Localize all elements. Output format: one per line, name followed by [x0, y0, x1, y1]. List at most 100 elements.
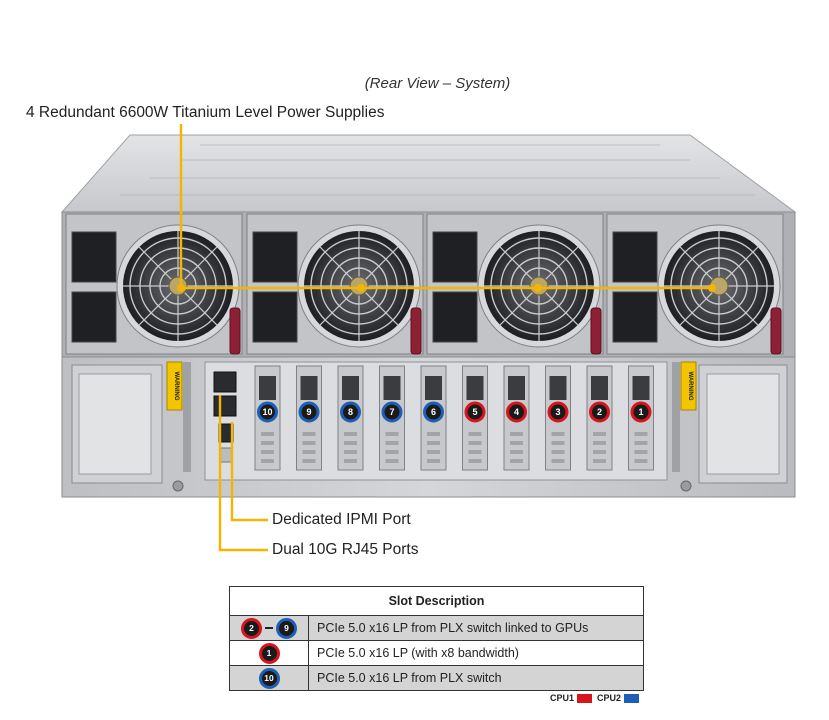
slot-vent	[261, 459, 274, 463]
slot-vent	[302, 450, 316, 454]
slot-badge-cpu1: 2	[241, 617, 262, 639]
slot-number-badge	[257, 401, 278, 423]
slot-vent	[302, 441, 316, 445]
diagram-caption: (Rear View – System)	[364, 75, 511, 92]
rj45-port-2	[213, 395, 237, 417]
chassis-top	[60, 134, 797, 213]
slot-vent	[634, 450, 648, 454]
pcie-slot-5: 5	[462, 365, 488, 471]
slot-description: PCIe 5.0 x16 LP from PLX switch linked t…	[308, 615, 644, 641]
psu-ac-inlet	[432, 291, 478, 343]
slot-connector	[425, 376, 442, 400]
power-supply-3	[426, 213, 604, 355]
slot-number-badge	[340, 401, 361, 423]
pcie-slot-10: 10	[254, 365, 281, 471]
power-supplies-callout: 4 Redundant 6600W Titanium Level Power S…	[26, 104, 385, 121]
slot-connector	[466, 376, 484, 400]
slot-vent	[261, 441, 274, 445]
left-side-vent	[78, 373, 152, 475]
psu-release-handle	[770, 307, 782, 355]
slot-vent	[593, 459, 606, 463]
slot-number-label: 7	[389, 407, 394, 417]
slot-vent	[427, 450, 440, 454]
slot-number-label: 9	[306, 407, 311, 417]
legend-cpu1-swatch	[577, 694, 593, 704]
slot-vent	[344, 450, 357, 454]
slot-vent	[468, 441, 482, 445]
slot-vent	[385, 441, 399, 445]
slot-description: PCIe 5.0 x16 LP from PLX switch	[308, 665, 644, 691]
power-supply-4	[606, 213, 784, 355]
chassis-top-ribs	[120, 144, 755, 196]
slot-number-label: 6	[431, 407, 436, 417]
legend-cpu1-label: CPU1	[550, 693, 575, 703]
pcie-slot-4: 4	[503, 365, 530, 471]
slot-connector	[591, 376, 608, 400]
psu-release-handle	[410, 307, 422, 355]
usb-port	[219, 447, 233, 463]
slot-vent	[427, 441, 440, 445]
table-row: 1 PCIe 5.0 x16 LP (with x8 bandwidth)	[229, 640, 644, 666]
slot-number-label: 8	[348, 407, 353, 417]
slot-vent	[261, 432, 274, 436]
thumbscrew-right	[680, 480, 692, 492]
slot-number-label: 4	[514, 407, 519, 417]
slot-connector	[259, 376, 276, 400]
rj45-ports-callout: Dual 10G RJ45 Ports	[272, 541, 419, 558]
slot-vent	[468, 459, 482, 463]
slot-vent	[551, 441, 565, 445]
pcie-slot-7: 7	[379, 365, 405, 471]
slot-vent	[468, 450, 482, 454]
slot-connector	[383, 376, 401, 400]
slot-number-label: 10	[262, 407, 272, 417]
slot-number-label: 2	[597, 407, 602, 417]
slot-vent	[551, 459, 565, 463]
pcie-slot-9: 9	[296, 365, 322, 471]
slot-vent	[344, 441, 357, 445]
pcie-slot-1: 1	[628, 365, 654, 471]
slot-number-label: 1	[638, 407, 643, 417]
psu-callout-dots	[177, 284, 716, 292]
slot-number-badge	[423, 401, 444, 423]
slot-vent	[385, 432, 399, 436]
slot-vent	[427, 459, 440, 463]
slot-vent	[344, 432, 357, 436]
psu-release-handle	[590, 307, 602, 355]
table-header: Slot Description	[229, 586, 644, 616]
slot-vent	[510, 432, 523, 436]
slot-vent	[302, 432, 316, 436]
pcie-slot-8: 8	[337, 365, 364, 471]
slot-vent	[634, 432, 648, 436]
pcie-slot-6: 6	[420, 365, 447, 471]
slot-vent	[593, 441, 606, 445]
power-supply-2	[246, 213, 424, 355]
slot-description: PCIe 5.0 x16 LP (with x8 bandwidth)	[308, 640, 644, 666]
slot-vent	[344, 459, 357, 463]
slot-vent	[551, 432, 565, 436]
slot-number-badge	[547, 401, 569, 423]
warning-label-left-text: WARNING	[173, 372, 179, 401]
slot-vent	[593, 432, 606, 436]
slot-vent	[510, 459, 523, 463]
slot-vent	[510, 441, 523, 445]
slot-vent	[468, 432, 482, 436]
slot-vent	[385, 450, 399, 454]
rj45-port-1	[213, 371, 237, 393]
slot-vent	[385, 459, 399, 463]
slot-connector	[632, 376, 650, 400]
slot-vent	[593, 450, 606, 454]
table-row: 10 PCIe 5.0 x16 LP from PLX switch	[229, 665, 644, 691]
psu-ac-inlet	[252, 291, 298, 343]
slot-number-badge	[630, 401, 652, 423]
slot-number-badge	[589, 401, 610, 423]
legend-cpu2-swatch	[624, 694, 640, 704]
warning-label-left	[166, 361, 183, 411]
power-supply-group	[65, 213, 784, 355]
ipmi-callout-line	[230, 422, 268, 522]
